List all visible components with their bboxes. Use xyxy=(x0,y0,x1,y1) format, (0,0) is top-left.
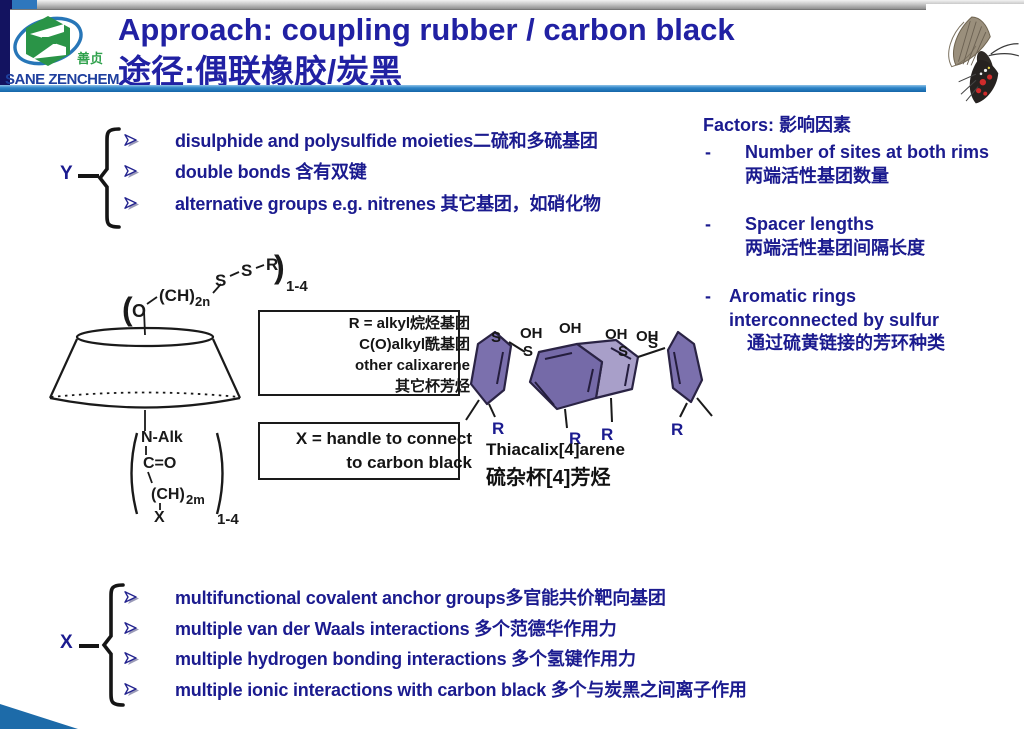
thiacalix-ring-right xyxy=(666,330,704,404)
factor-item: - Number of sites at both rims 两端活性基团数量 xyxy=(703,141,1024,188)
r-definition-box: R = alkyl烷烃基团 C(O)alkyl酰基团 other calixar… xyxy=(258,310,470,396)
left-navy-strip xyxy=(0,9,10,92)
factor-text-zh: 两端活性基团间隔长度 xyxy=(745,237,925,258)
y-group-bracket xyxy=(97,127,121,229)
r-box-line: 其它杯芳烃 xyxy=(394,378,470,395)
top-bar-blue-segment xyxy=(12,0,37,9)
thiacalix-r-label: R xyxy=(492,419,504,438)
thiacalix-oh-label: OH xyxy=(559,320,582,337)
thiacalix-r-label: R xyxy=(569,429,581,448)
r-box-line: other calixarene xyxy=(354,357,470,374)
thiacalix-name-english: Thiacalix[4]arene xyxy=(486,440,625,459)
thiacalix-r-label: R xyxy=(671,420,683,439)
chain-atom-o: O xyxy=(132,301,146,321)
thiacalix-s-label: S xyxy=(523,343,533,360)
chain-ch-subscript: 2n xyxy=(195,294,210,309)
bullet-arrow-icon xyxy=(124,197,139,210)
x-bullet-text: multifunctional covalent anchor groups多官… xyxy=(175,588,666,608)
x-bullet-row: multiple ionic interactions with carbon … xyxy=(124,679,747,701)
bullet-arrow-icon xyxy=(124,652,139,665)
corner-triangle-decoration xyxy=(0,704,78,729)
header-divider-rule xyxy=(0,85,1024,92)
x-bullet-text: multiple hydrogen bonding interactions 多… xyxy=(175,649,636,669)
chain-atom-s2: S xyxy=(241,261,252,280)
y-label-connector xyxy=(78,174,99,178)
lower-count: 1-4 xyxy=(217,511,239,528)
factor-dash: - xyxy=(705,214,711,234)
thiacalix-s-label: S xyxy=(491,329,501,346)
logo-chinese-text: 善贞 xyxy=(77,51,104,66)
y-bullet-text: alternative groups e.g. nitrenes 其它基团，如硝… xyxy=(175,194,601,214)
factor-text-zh: 两端活性基团数量 xyxy=(745,165,889,186)
x-group-label: X xyxy=(60,632,73,653)
thiacalix-oh-label: OH xyxy=(520,325,543,342)
chain-count: 1-4 xyxy=(286,278,308,295)
sane-zenchem-logo-icon xyxy=(13,16,83,66)
lower-c-o: C=O xyxy=(143,455,176,472)
y-bullet-row: disulphide and polysulfide moieties二硫和多硫… xyxy=(124,130,598,152)
factor-item: - Aromatic rings interconnected by sulfu… xyxy=(703,285,1024,356)
r-box-line: C(O)alkyl酰基团 xyxy=(359,336,470,353)
calixarene-cup-diagram: ( O (CH) 2n S S R ) 1-4 xyxy=(48,249,308,528)
y-group-label: Y xyxy=(60,163,73,184)
lower-n-alk: N-Alk xyxy=(141,429,183,446)
x-group-bracket xyxy=(101,583,125,707)
factor-text-en: Spacer lengths xyxy=(745,214,875,234)
factor-text-en: Number of sites at both rims xyxy=(745,142,990,162)
chain-atom-r: R xyxy=(266,255,278,274)
bullet-arrow-icon xyxy=(124,591,139,604)
factors-title: Factors: 影响因素 xyxy=(703,115,852,135)
lower-ch-subscript: 2m xyxy=(186,492,205,507)
x-box-line: to carbon black xyxy=(346,453,472,472)
butterfly-image xyxy=(926,4,1024,110)
top-bar-navy-segment xyxy=(0,0,12,9)
thiacalix-s-label: S xyxy=(618,343,628,360)
thiacalix-s-label: S xyxy=(648,335,658,352)
r-box-line: R = alkyl烷烃基团 xyxy=(348,315,470,332)
slide-title-english: Approach: coupling rubber / carbon black xyxy=(118,12,735,47)
lower-x-atom: X xyxy=(154,509,165,526)
y-bullet-text: double bonds 含有双键 xyxy=(175,162,367,182)
x-bullet-row: multifunctional covalent anchor groups多官… xyxy=(124,587,666,609)
bullet-arrow-icon xyxy=(124,622,139,635)
x-bullet-text: multiple van der Waals interactions 多个范德… xyxy=(175,619,617,639)
y-bullet-row: alternative groups e.g. nitrenes 其它基团，如硝… xyxy=(124,193,601,215)
bullet-arrow-icon xyxy=(124,165,139,178)
lower-ch-group: (CH) xyxy=(151,486,185,503)
factor-item: - Spacer lengths 两端活性基团间隔长度 xyxy=(703,213,1024,260)
bullet-arrow-icon xyxy=(124,134,139,147)
y-bullet-text: disulphide and polysulfide moieties二硫和多硫… xyxy=(175,131,598,151)
top-bar xyxy=(0,0,1024,10)
x-definition-box: X = handle to connect to carbon black xyxy=(258,422,472,480)
thiacalix-r-label: R xyxy=(601,425,613,444)
chain-atom-s1: S xyxy=(215,271,226,290)
x-bullet-row: multiple van der Waals interactions 多个范德… xyxy=(124,618,617,640)
x-label-connector xyxy=(79,644,99,648)
chain-ch-group: (CH) xyxy=(159,286,195,305)
thiacalix-ring-front xyxy=(528,342,604,411)
lower-chain-parens xyxy=(130,432,224,515)
factors-panel: Factors: 影响因素 - Number of sites at both … xyxy=(703,114,1024,381)
thiacalix-oh-label: OH xyxy=(605,326,628,343)
factor-text-en: Aromatic rings interconnected by sulfur xyxy=(729,286,940,330)
factor-dash: - xyxy=(705,286,711,306)
thiacalix-ring-left xyxy=(469,330,513,406)
thiacalixarene-structure: S S S S OH OH OH OH R R R R xyxy=(465,320,713,448)
calix-cup-shape xyxy=(48,309,242,431)
chain-paren-open: ( xyxy=(122,291,133,327)
thiacalix-name-chinese: 硫杂杯[4]芳烃 xyxy=(486,467,611,489)
factor-text-zh: 通过硫黄链接的芳环种类 xyxy=(747,333,945,353)
thiacalix-oh-label: OH xyxy=(636,328,659,345)
x-bullet-text: multiple ionic interactions with carbon … xyxy=(175,680,747,700)
chain-paren-close: ) xyxy=(274,249,285,285)
logo-brand-text: SANE ZENCHEM xyxy=(5,71,120,88)
x-bullet-row: multiple hydrogen bonding interactions 多… xyxy=(124,648,636,670)
slide-title-chinese: 途径:偶联橡胶/炭黑 xyxy=(118,53,403,90)
factor-dash: - xyxy=(705,142,711,162)
y-bullet-row: double bonds 含有双键 xyxy=(124,161,367,183)
bullet-arrow-icon xyxy=(124,683,139,696)
x-box-line: X = handle to connect xyxy=(295,429,472,448)
